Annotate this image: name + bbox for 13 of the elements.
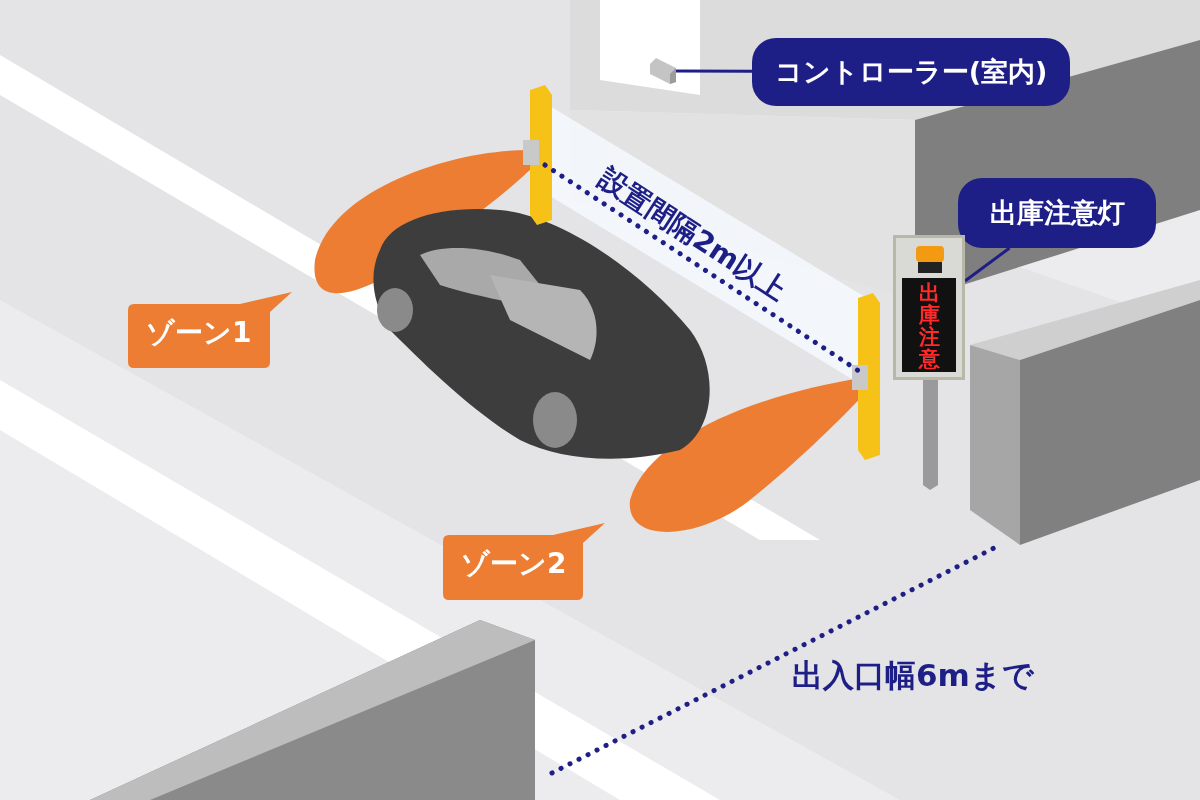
- callout-label: コントローラー(室内): [752, 38, 1070, 106]
- leader-line: [964, 246, 1011, 283]
- zone-callout: [128, 292, 292, 368]
- dimension-label: 出入口幅6mまで: [792, 656, 1034, 695]
- zone-label: ゾーン2: [461, 546, 567, 582]
- zone-callout: [443, 523, 605, 600]
- warning-light-sign: [893, 235, 965, 380]
- dimension-label: 設置間隔2m以上: [591, 160, 794, 310]
- callout-label: 出庫注意灯: [958, 178, 1156, 248]
- leader-line: [676, 69, 752, 73]
- sign-text: 出庫注意: [917, 282, 941, 370]
- zone-label: ゾーン1: [146, 315, 252, 351]
- controller-box: [650, 58, 676, 84]
